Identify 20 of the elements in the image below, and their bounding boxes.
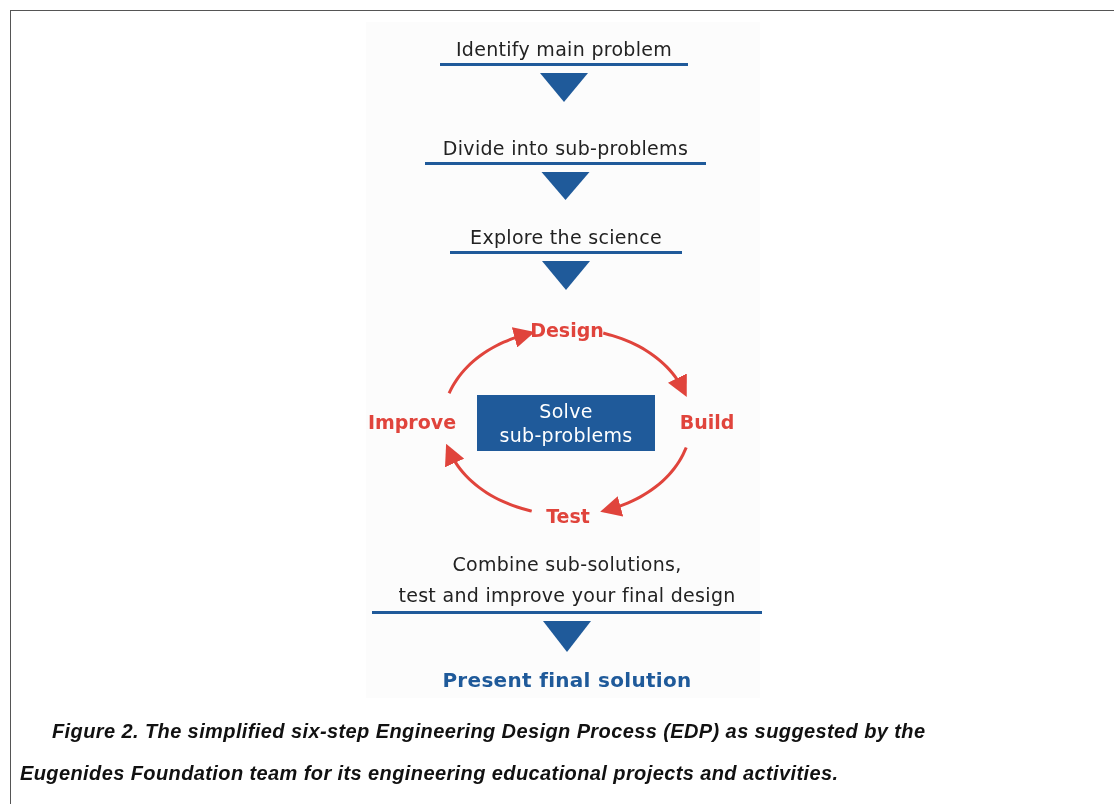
step-label: Identify main problem	[455, 37, 673, 62]
figure-caption: Figure 2. The simplified six-step Engineering Design Process (EDP) as suggested by the Eugenides Foundation team for its engineering educational projects and activities.	[20, 719, 927, 786]
step-label: Present final solution	[442, 667, 692, 694]
cycle-arrow	[447, 327, 535, 394]
down-arrow-triangle	[541, 172, 590, 200]
cycle-arrow	[600, 446, 688, 517]
cycle-arrow	[445, 443, 533, 513]
step-label: Test	[546, 504, 590, 529]
process-box	[477, 395, 655, 451]
box-label: Solve sub-problems	[499, 399, 633, 447]
cycle-arrow	[602, 331, 687, 397]
step-label: Explore the science	[470, 225, 662, 250]
down-arrow-triangle	[540, 73, 588, 102]
step-label: Build	[679, 410, 735, 435]
step-label: Divide into sub-problems	[442, 136, 689, 161]
down-arrow-triangle	[542, 261, 590, 290]
step-label: Design	[530, 318, 604, 343]
step-label: Improve	[367, 410, 457, 435]
step-label: Combine sub-solutions, test and improve your final design	[398, 552, 736, 608]
down-arrow-triangle	[543, 621, 591, 652]
